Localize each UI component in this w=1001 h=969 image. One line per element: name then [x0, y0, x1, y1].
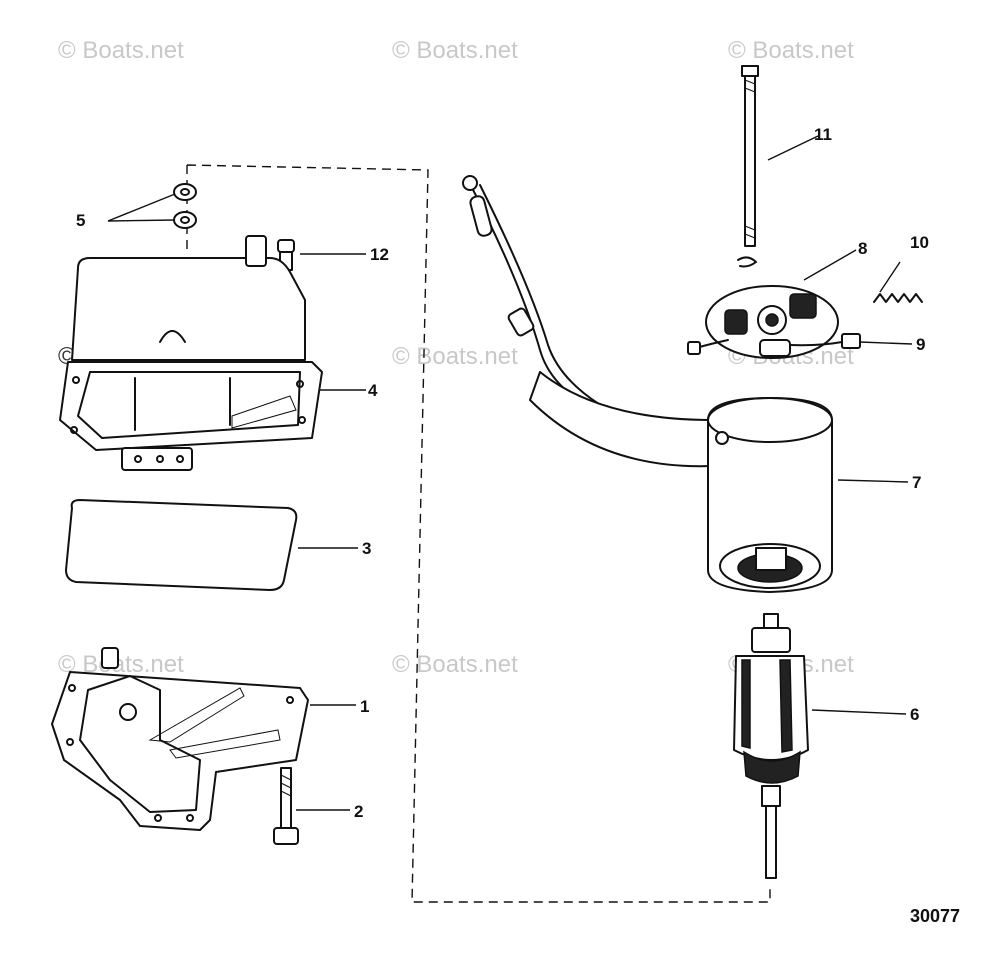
callout-1: 1	[360, 697, 369, 716]
callout-12: 12	[370, 245, 389, 264]
callout-10: 10	[910, 233, 929, 252]
part-7-motor-frame	[462, 175, 833, 593]
callout-6: 6	[910, 705, 919, 724]
callout-8: 8	[858, 239, 867, 258]
part-1-base-plate	[51, 647, 309, 831]
watermark-5: © Boats.net	[392, 343, 518, 370]
callout-11: 11	[814, 125, 832, 144]
watermark-8: © Boats.net	[392, 651, 518, 678]
callout-5: 5	[76, 211, 85, 230]
part-2-bolt	[273, 767, 299, 845]
figure-number: 30077	[910, 906, 960, 926]
part-3-gasket	[65, 499, 298, 591]
callout-7: 7	[912, 473, 921, 492]
part-4-cover	[59, 235, 323, 471]
part-10-spring	[873, 293, 923, 303]
watermark-1: © Boats.net	[58, 37, 184, 64]
assembly-dashed-line	[186, 164, 771, 903]
part-9-wire-lead	[687, 333, 861, 355]
part-11-through-bolt	[741, 65, 759, 247]
part-6-armature	[733, 613, 809, 879]
callouts: 5 12 4 3 1 2 11 10 8 9 7 6	[76, 125, 929, 821]
callout-2: 2	[354, 802, 363, 821]
watermark-3: © Boats.net	[728, 37, 854, 64]
callout-9: 9	[916, 335, 925, 354]
watermark-2: © Boats.net	[392, 37, 518, 64]
leader-lines	[107, 135, 913, 811]
part-8-brush-plate	[705, 256, 839, 359]
callout-4: 4	[368, 381, 378, 400]
callout-3: 3	[362, 539, 371, 558]
part-5-washers	[173, 183, 197, 229]
